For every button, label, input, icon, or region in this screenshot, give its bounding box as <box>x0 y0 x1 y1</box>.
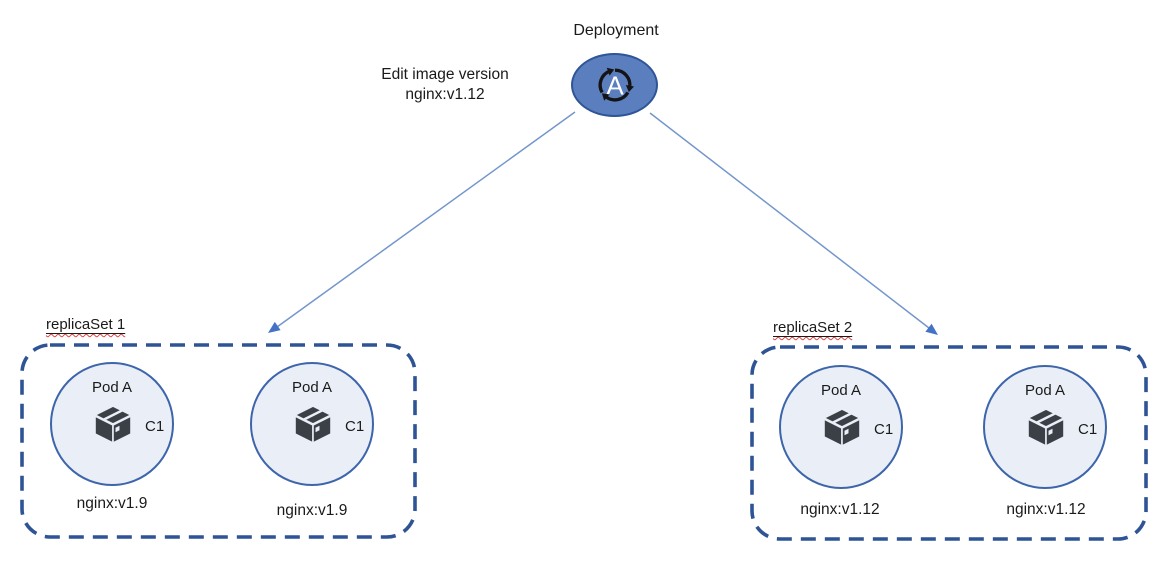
arrow-deployment-to-replicaset-2 <box>649 112 930 329</box>
deployment-label: Deployment <box>573 22 659 39</box>
arrowhead-replicaset-2 <box>925 323 938 335</box>
pod-node-rs1-b: Pod A C1 <box>250 362 374 486</box>
pod-name: Pod A <box>291 379 333 396</box>
pod-image-label: nginx:v1.9 <box>76 495 148 512</box>
pod-node-rs2-b: Pod A C1 <box>983 365 1107 489</box>
package-box-icon <box>822 408 862 448</box>
deployment-icon-letter: A <box>606 70 624 100</box>
replicaset-2-label: replicaSet 2 <box>773 319 853 336</box>
package-box-icon <box>293 405 333 445</box>
arrow-deployment-to-replicaset-1 <box>276 111 576 328</box>
pod-node-rs2-a: Pod A C1 <box>779 365 903 489</box>
container-label: C1 <box>145 418 165 435</box>
pod-name: Pod A <box>91 379 133 396</box>
pod-image-label: nginx:v1.12 <box>1006 501 1086 518</box>
pod-name: Pod A <box>820 382 862 399</box>
package-box-icon <box>93 405 133 445</box>
edit-image-note: Edit image version nginx:v1.12 <box>355 65 535 105</box>
replicaset-1-box <box>20 343 417 539</box>
container-label: C1 <box>1078 421 1098 438</box>
pod-image-label: nginx:v1.9 <box>276 502 348 519</box>
deployment-node: A <box>571 53 658 117</box>
arrowhead-replicaset-1 <box>268 321 281 333</box>
container-label: C1 <box>345 418 365 435</box>
replicaset-1-label: replicaSet 1 <box>46 316 126 333</box>
edit-image-note-line1: Edit image version <box>381 66 509 83</box>
pod-image-label: nginx:v1.12 <box>800 501 880 518</box>
package-box-icon <box>1026 408 1066 448</box>
container-label: C1 <box>874 421 894 438</box>
pod-node-rs1-a: Pod A C1 <box>50 362 174 486</box>
replicaset-2-box <box>750 345 1148 541</box>
pod-name: Pod A <box>1024 382 1066 399</box>
edit-image-note-line2: nginx:v1.12 <box>405 86 485 103</box>
sync-arrows-icon: A <box>597 67 634 102</box>
